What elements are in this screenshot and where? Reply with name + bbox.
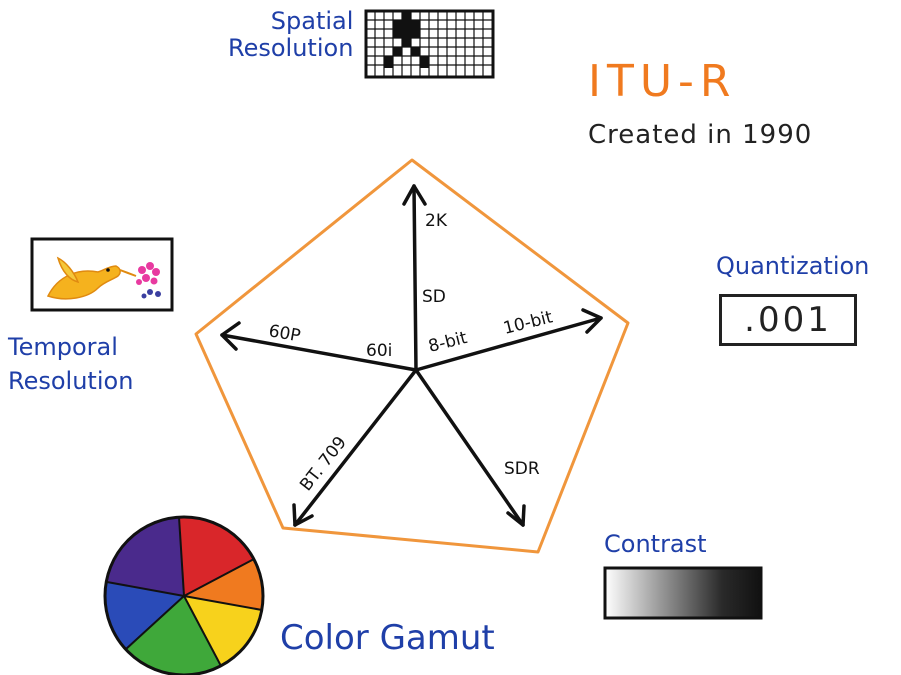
spatial-label-line2: Resolution [228,34,354,62]
spatial-axis [412,184,418,372]
quantization-axis [414,316,603,372]
color-gamut-label: Color Gamut [280,618,495,658]
quantization-label: Quantization [716,252,870,280]
spatial-outer-tick: 2K [425,211,448,231]
contrast-gradient-icon [603,566,763,620]
pentagon-outline [194,158,630,554]
page-subtitle: Created in 1990 [588,120,813,150]
temporal-axis [220,333,418,372]
temporal-resolution-label: Temporal Resolution [8,330,133,398]
spatial-resolution-label: Spatial Resolution [228,8,353,62]
contrast-axis [414,368,525,527]
color-gamut-arrowhead [292,503,314,527]
temporal-label-line1: Temporal [8,333,118,361]
quantization-inner-tick: 8-bit [426,328,469,357]
contrast-tick: SDR [504,459,540,479]
temporal-arrowhead [220,321,241,351]
contrast-label: Contrast [604,530,707,558]
contrast-arrowhead [506,504,526,527]
quantization-value-box: .001 [719,294,857,346]
spatial-inner-tick: SD [422,287,446,307]
hummingbird-icon [30,237,174,312]
pixel-grid-icon [364,9,495,79]
spatial-label-line1: Spatial [270,7,354,35]
quantization-arrowhead [581,308,603,334]
color-wheel-icon [103,515,265,675]
color-gamut-axis [293,368,418,527]
page-title: ITU-R [588,56,737,107]
temporal-inner-tick: 60i [366,341,392,361]
spatial-arrowhead [402,184,427,206]
temporal-label-line2: Resolution [8,367,134,395]
